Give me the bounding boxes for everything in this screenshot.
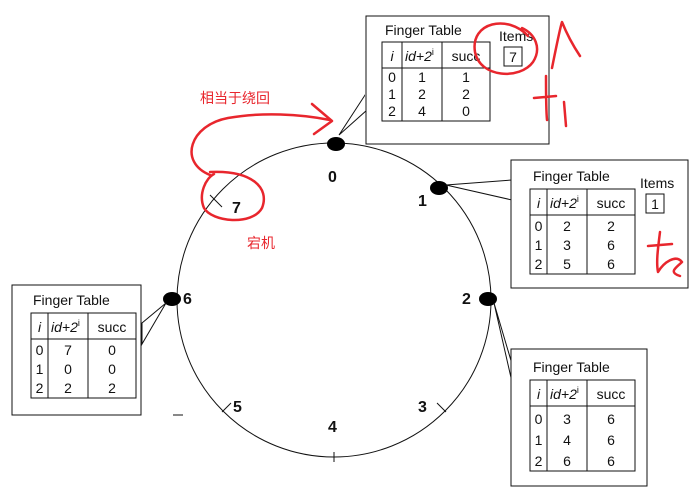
col-header-i: i — [38, 319, 42, 335]
col-header-id-plus-2i: id+2i — [405, 47, 434, 64]
col-header-i: i — [537, 195, 541, 211]
up-arrow-mark — [550, 20, 582, 70]
finger-table-cell: 6 — [607, 411, 615, 427]
finger-table-cell: 2 — [64, 380, 72, 396]
finger-table-cell: 5 — [563, 256, 571, 272]
node-1-dot — [430, 181, 448, 195]
col-header-i: i — [390, 48, 394, 64]
col-header-succ: succ — [597, 386, 626, 402]
col-header-id-plus-2i: id+2i — [550, 385, 579, 402]
finger-table-cell: 2 — [462, 86, 470, 102]
finger-table-cell: 2 — [535, 256, 543, 272]
node-label-5: 5 — [233, 399, 242, 416]
crashed-node-circle — [200, 170, 265, 222]
finger-table-cell: 2 — [388, 103, 396, 119]
finger-table-cell: 1 — [388, 86, 396, 102]
wrap-around-note: 相当于绕回 — [200, 91, 270, 107]
finger-table-cell: 1 — [36, 361, 44, 377]
finger-table-cell: 6 — [607, 432, 615, 448]
callout-pointer-6 — [141, 302, 167, 346]
finger-table-cell: 0 — [108, 361, 116, 377]
items-value-node-1: 1 — [651, 196, 659, 212]
node-label-6: 6 — [183, 291, 192, 308]
col-header-succ: succ — [597, 195, 626, 211]
col-header-id-plus-2i: id+2i — [550, 194, 579, 211]
ring-ticks — [173, 194, 447, 462]
finger-table-node-6: Finger Table i id+2i succ 0 7 0 1 0 0 2 2 2 — [30, 292, 137, 399]
finger-table-cell: 6 — [607, 256, 615, 272]
finger-table-cell: 3 — [563, 411, 571, 427]
finger-table-cell: 6 — [607, 237, 615, 253]
finger-table-cell: 0 — [36, 342, 44, 358]
col-header-i: i — [537, 386, 541, 402]
node-label-7: 7 — [232, 200, 241, 217]
items-box-node-1 — [645, 193, 665, 214]
finger-table-cell: 1 — [535, 237, 543, 253]
finger-table-title: Finger Table — [33, 292, 110, 308]
finger-table-cell: 1 — [418, 69, 426, 85]
node-2-dot — [479, 292, 497, 306]
finger-table-cell: 0 — [108, 342, 116, 358]
col-header-succ: succ — [98, 319, 127, 335]
col-header-id-plus-2i: id+2i — [51, 318, 80, 335]
handwritten-f1-mark-a — [532, 74, 568, 128]
col-header-succ: succ — [452, 48, 481, 64]
finger-table-cell: 4 — [563, 432, 571, 448]
finger-table-cell: 2 — [108, 380, 116, 396]
tick-5 — [221, 402, 232, 413]
items-circle-mark — [473, 22, 539, 75]
node-6-dot — [163, 292, 181, 306]
finger-table-cell: 1 — [535, 432, 543, 448]
items-value-node-0: 7 — [509, 49, 517, 65]
finger-table-cell: 4 — [418, 103, 426, 119]
callout-pointer-1 — [445, 179, 513, 201]
finger-table-title: Finger Table — [533, 168, 610, 184]
finger-table-cell: 7 — [64, 342, 72, 358]
finger-table-cell: 2 — [563, 218, 571, 234]
tick-3 — [436, 402, 447, 413]
node-label-3: 3 — [418, 399, 427, 416]
items-label-node-1: Items — [640, 175, 674, 191]
finger-table-cell: 0 — [64, 361, 72, 377]
finger-table-title: Finger Table — [385, 22, 462, 38]
finger-table-cell: 0 — [462, 103, 470, 119]
items-box-node-0 — [503, 46, 523, 67]
handwritten-f2-mark — [646, 230, 684, 278]
finger-table-cell: 6 — [563, 453, 571, 469]
finger-table-node-1: Finger Table i id+2i succ 0 2 2 1 3 6 2 5 6 — [529, 168, 636, 275]
finger-table-cell: 2 — [36, 380, 44, 396]
finger-table-cell: 1 — [462, 69, 470, 85]
crash-note: 宕机 — [247, 236, 275, 252]
wrap-arrow — [190, 113, 332, 177]
finger-table-cell: 6 — [607, 453, 615, 469]
finger-table-cell: 0 — [388, 69, 396, 85]
finger-table-cell: 2 — [418, 86, 426, 102]
finger-table-grid — [381, 41, 491, 122]
node-label-2: 2 — [462, 291, 471, 308]
finger-table-cell: 2 — [535, 453, 543, 469]
wrap-arrowhead — [310, 102, 334, 136]
finger-table-title: Finger Table — [533, 359, 610, 375]
tick-7 — [209, 194, 223, 208]
finger-table-node-2: Finger Table i id+2i succ 0 3 6 1 4 6 2 6 6 — [529, 359, 636, 472]
callout-pointer-2 — [493, 302, 513, 383]
finger-table-cell: 2 — [607, 218, 615, 234]
callout-pointer-0 — [338, 90, 368, 136]
finger-table-cell: 3 — [563, 237, 571, 253]
handwritten-annotations — [190, 20, 684, 278]
node-label-1: 1 — [418, 193, 427, 210]
node-label-0: 0 — [328, 169, 337, 186]
finger-table-cell: 0 — [535, 218, 543, 234]
finger-table-cell: 0 — [535, 411, 543, 427]
node-label-4: 4 — [328, 419, 337, 436]
node-0-dot — [327, 137, 345, 151]
